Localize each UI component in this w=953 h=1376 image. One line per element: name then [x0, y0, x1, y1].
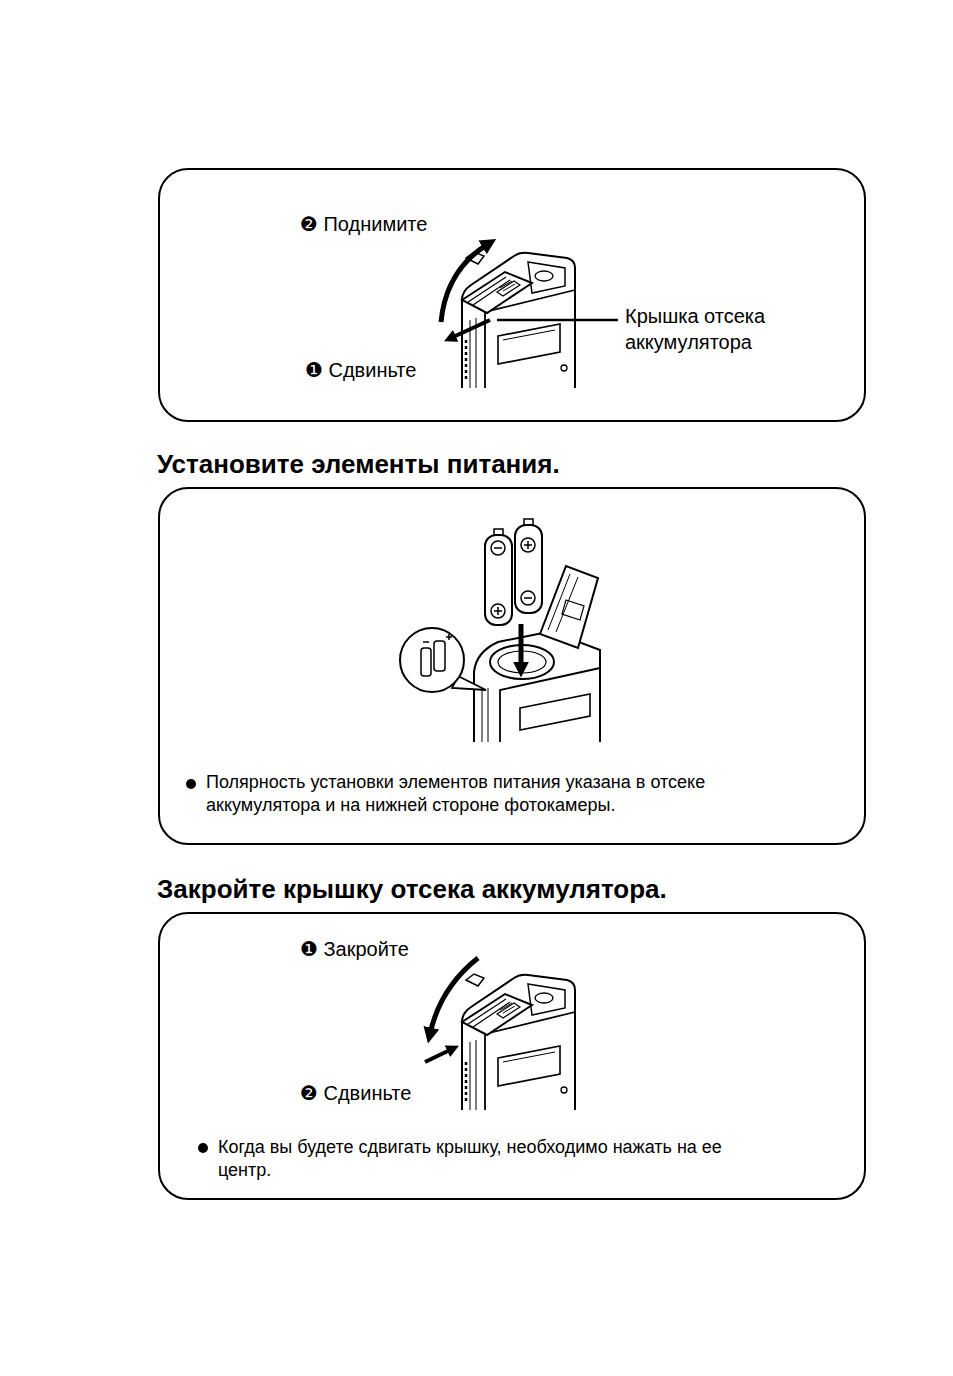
leader-line — [497, 319, 618, 322]
polarity-inset — [423, 641, 429, 643]
step-label-slot: ❷ Сдвиньте — [300, 1081, 411, 1107]
motion-arrows — [425, 1049, 452, 1062]
step-panel: ❷ ПоднимитеКрышка отсека аккумулятора ❶ С… — [158, 168, 866, 422]
part-label: Крышка отсека аккумулятора — [625, 304, 800, 355]
motion-arrows — [451, 320, 490, 338]
polarity-inset — [421, 648, 431, 676]
polarity-inset — [434, 641, 445, 671]
section-heading: Установите элементы питания. — [157, 448, 560, 481]
note-text-slot: Когда вы будете сдвигать крышку, необход… — [218, 1136, 778, 1182]
section-heading: Закройте крышку отсека аккумулятора. — [157, 873, 667, 906]
battery-drawing — [521, 591, 535, 605]
battery-drawing — [491, 541, 505, 555]
battery-drawing — [521, 538, 535, 552]
bullet-dot — [198, 1143, 208, 1153]
step-label: ❷ Поднимите — [300, 212, 427, 238]
battery-drawing — [485, 519, 542, 625]
camera-drawing — [462, 974, 575, 1110]
note-text: Полярность установки элементов питания у… — [206, 771, 816, 817]
camera-open-drawing — [562, 600, 584, 620]
bullet-dot — [186, 779, 208, 1153]
battery-drawing — [494, 547, 502, 549]
step-panel: Установите элементы питания.Полярность у… — [158, 487, 866, 845]
part-label-slot: Крышка отсека аккумулятора — [625, 304, 800, 355]
step-label: ❶ Закройте — [300, 937, 409, 963]
battery-drawing — [485, 535, 512, 625]
camera-open-drawing — [474, 632, 600, 742]
polarity-inset — [400, 628, 486, 692]
motion-arrows — [430, 958, 478, 1034]
step-label-slot: ❶ Закройте — [300, 937, 409, 963]
battery-drawing — [491, 604, 505, 618]
polarity-inset — [446, 634, 452, 640]
battery-drawing — [524, 597, 532, 599]
camera-drawing — [462, 974, 575, 1110]
step-panel: Закройте крышку отсека аккумулятора.❶ За… — [158, 912, 866, 1200]
polarity-inset — [400, 628, 464, 692]
motion-arrows — [441, 244, 490, 338]
battery-drawing — [515, 525, 542, 613]
battery-drawing — [494, 607, 502, 615]
insert-arrow — [519, 624, 524, 668]
step-label: ❷ Сдвиньте — [300, 1081, 411, 1107]
camera-open-drawing — [540, 566, 598, 648]
camera-open-drawing — [482, 688, 488, 742]
battery-drawing — [524, 541, 532, 549]
step-label: ❶ Сдвиньте — [305, 358, 416, 384]
section-heading-slot: Установите элементы питания. — [157, 448, 560, 481]
step-label-slot: ❶ Сдвиньте — [305, 358, 416, 384]
camera-open-drawing — [520, 694, 590, 730]
note-text: Когда вы будете сдвигать крышку, необход… — [218, 1136, 778, 1182]
section-heading-slot: Закройте крышку отсека аккумулятора. — [157, 873, 667, 906]
note-text-slot: Полярность установки элементов питания у… — [206, 771, 816, 817]
step-label-slot: ❷ Поднимите — [300, 212, 427, 238]
motion-arrows — [441, 244, 488, 322]
motion-arrows — [425, 958, 478, 1062]
bullet-dot — [186, 779, 196, 789]
